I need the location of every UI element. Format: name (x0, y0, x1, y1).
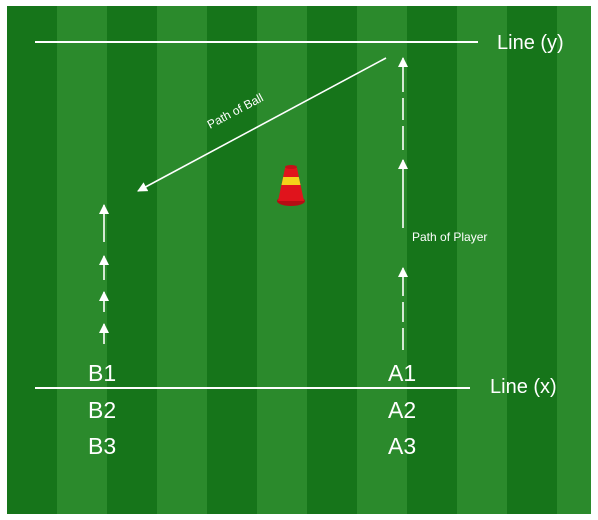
line-y-label: Line (y) (497, 32, 564, 54)
player-a3: A3 (388, 433, 416, 459)
player-a1: A1 (388, 360, 416, 386)
ball-path-arrow (137, 57, 387, 192)
player-a2: A2 (388, 397, 416, 423)
player-b1: B1 (88, 360, 116, 386)
ball-path-label: Path of Ball (205, 90, 266, 131)
cone-icon (277, 165, 305, 206)
player-b2: B2 (88, 397, 116, 423)
player-b3: B3 (88, 433, 116, 459)
player-path-label: Path of Player (412, 230, 487, 244)
line-x-label: Line (x) (490, 376, 557, 398)
